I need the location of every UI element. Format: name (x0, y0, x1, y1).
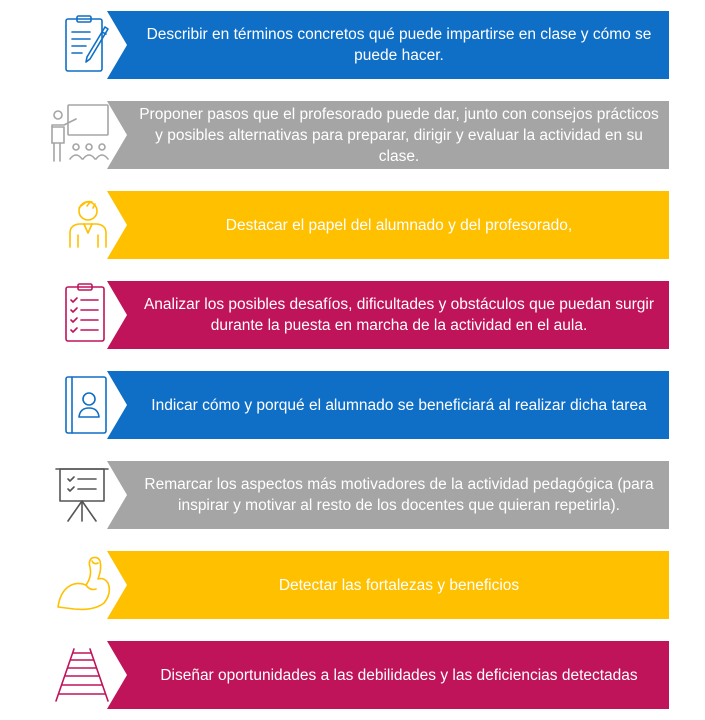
list-item: Analizar los posibles desafíos, dificult… (0, 281, 705, 349)
list-item: Diseñar oportunidades a las debilidades … (0, 641, 705, 709)
clipboard-pencil-icon (46, 11, 118, 79)
student-person-icon (46, 191, 118, 259)
list-item: Destacar el papel del alumnado y del pro… (0, 191, 705, 259)
item-banner: Describir en términos concretos qué pued… (107, 11, 669, 79)
contact-book-icon (46, 371, 118, 439)
railway-track-icon (46, 641, 118, 709)
item-banner: Analizar los posibles desafíos, dificult… (107, 281, 669, 349)
item-text: Remarcar los aspectos más motivadores de… (144, 476, 654, 514)
item-text: Analizar los posibles desafíos, dificult… (143, 296, 655, 334)
list-item: Indicar cómo y porqué el alumnado se ben… (0, 371, 705, 439)
checklist-icon (46, 281, 118, 349)
item-banner: Detectar las fortalezas y beneficios (107, 551, 669, 619)
item-text: Describir en términos concretos qué pued… (146, 26, 652, 64)
item-text: Destacar el papel del alumnado y del pro… (225, 216, 573, 234)
easel-checklist-icon (46, 461, 118, 529)
list-item: Describir en términos concretos qué pued… (0, 11, 705, 79)
teacher-presentation-icon (46, 101, 118, 169)
item-text: Diseñar oportunidades a las debilidades … (160, 666, 638, 684)
list-item: Remarcar los aspectos más motivadores de… (0, 461, 705, 529)
list-item: Proponer pasos que el profesorado puede … (0, 101, 705, 169)
item-text: Proponer pasos que el profesorado puede … (139, 105, 659, 165)
item-text: Detectar las fortalezas y beneficios (278, 576, 520, 594)
item-banner: Diseñar oportunidades a las debilidades … (107, 641, 669, 709)
flexed-arm-icon (46, 551, 118, 619)
item-banner: Destacar el papel del alumnado y del pro… (107, 191, 669, 259)
item-banner: Proponer pasos que el profesorado puede … (107, 101, 669, 169)
list-item: Detectar las fortalezas y beneficios (0, 551, 705, 619)
item-banner: Indicar cómo y porqué el alumnado se ben… (107, 371, 669, 439)
item-banner: Remarcar los aspectos más motivadores de… (107, 461, 669, 529)
item-text: Indicar cómo y porqué el alumnado se ben… (151, 396, 647, 414)
